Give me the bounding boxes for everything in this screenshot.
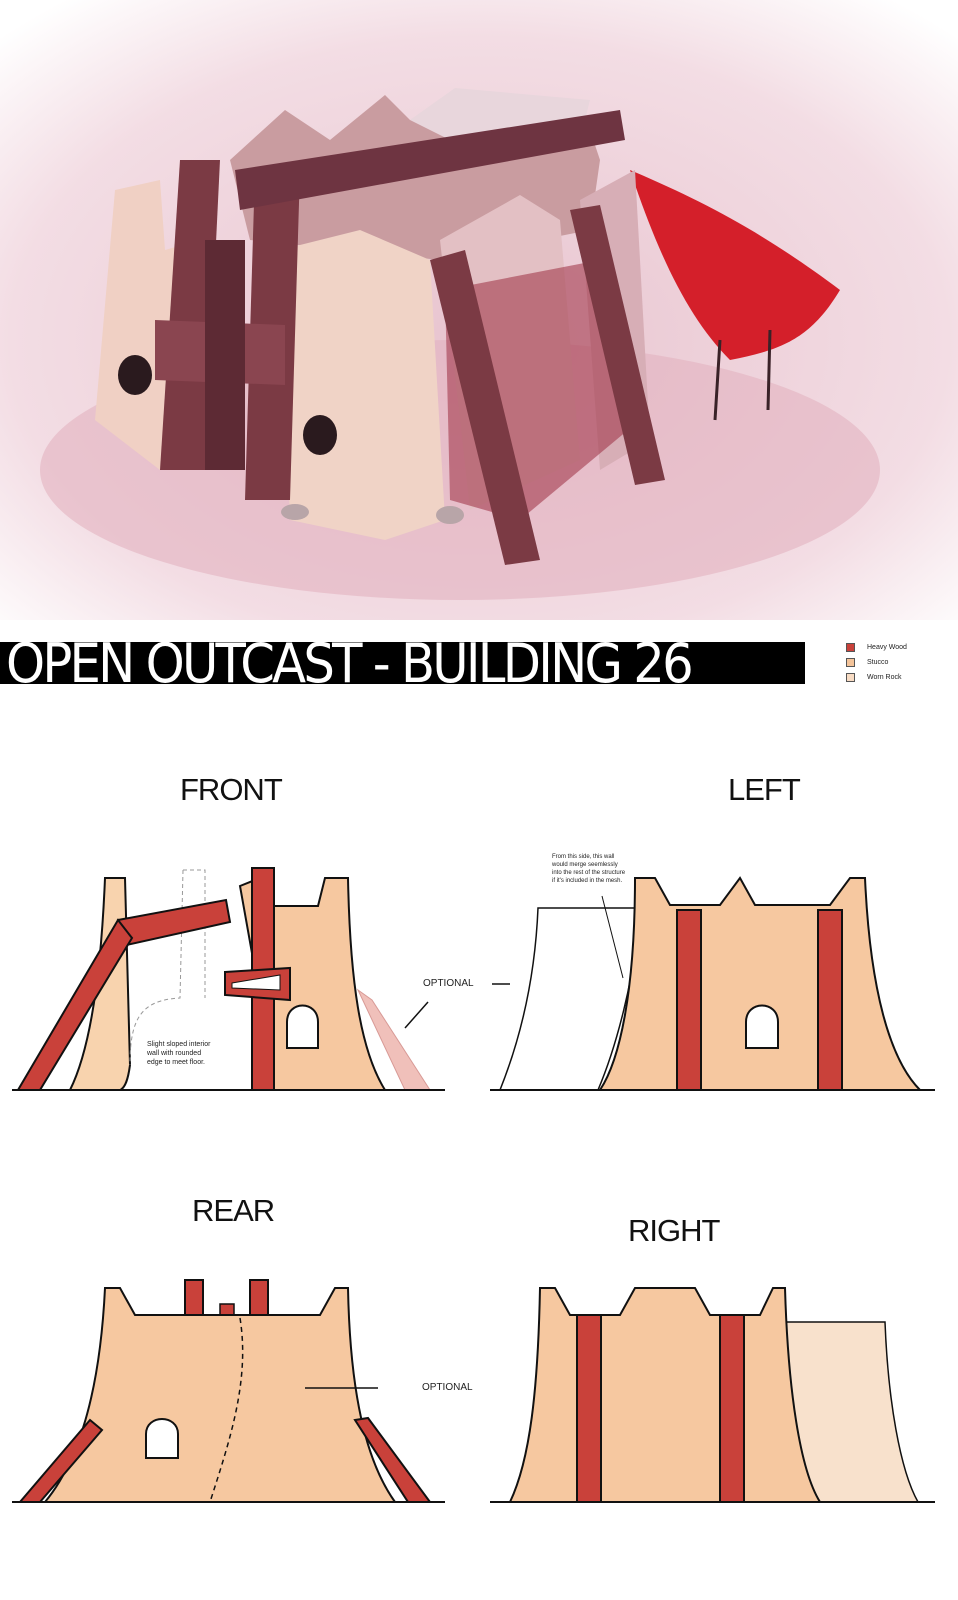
right-beam-2 xyxy=(719,1314,745,1503)
wood-beam-diagonal-1 xyxy=(430,250,540,565)
roof-beam xyxy=(235,110,625,210)
note-leader-line xyxy=(601,895,624,979)
porthole-right xyxy=(303,415,337,455)
legend-item-stucco: Stucco xyxy=(846,655,956,669)
rear-window xyxy=(145,1418,179,1459)
left-beam-1 xyxy=(676,909,702,1091)
legend-label: Worn Rock xyxy=(867,673,902,681)
left-main-wall xyxy=(598,876,923,1091)
note-line: From this side, this wall xyxy=(552,854,615,860)
note-line: edge to meet floor. xyxy=(147,1059,205,1066)
note-line: Slight sloped interior xyxy=(147,1041,211,1048)
left-beam-2 xyxy=(817,909,843,1091)
legend-label: Heavy Wood xyxy=(867,643,907,651)
right-view-drawing xyxy=(490,1287,935,1503)
front-right-wall xyxy=(238,877,387,1091)
porthole-left xyxy=(118,355,152,395)
left-view-drawing xyxy=(490,876,935,1091)
right-beam-1 xyxy=(576,1314,602,1503)
front-view-title: FRONT xyxy=(180,772,283,807)
rear-dashed-seam xyxy=(209,1317,244,1503)
interior-outline-dashed xyxy=(129,869,206,1066)
material-legend: Heavy Wood Stucco Worn Rock xyxy=(846,640,956,685)
canopy-pole-1 xyxy=(713,339,722,421)
rear-main-wall xyxy=(42,1287,397,1503)
rock-pile-1 xyxy=(281,504,309,520)
legend-swatch xyxy=(846,672,855,682)
page-title: OPEN OUTCAST - BUILDING 26 xyxy=(6,632,694,695)
red-cloth-canopy xyxy=(630,170,840,360)
rear-view-title: REAR xyxy=(192,1193,275,1228)
optional-leader-line xyxy=(404,1001,429,1029)
title-banner xyxy=(0,642,805,684)
rear-post-1 xyxy=(184,1279,204,1319)
left-view-title: LEFT xyxy=(728,772,801,807)
note-line: if it's included in the mesh. xyxy=(552,878,623,884)
front-optional-label: OPTIONAL xyxy=(423,978,474,989)
legend-swatch xyxy=(846,642,855,652)
legend-item-worn-rock: Worn Rock xyxy=(846,670,956,684)
note-line: would merge seemlessly xyxy=(552,862,618,868)
legend-swatch xyxy=(846,657,855,667)
right-main-wall xyxy=(508,1287,822,1503)
legend-label: Stucco xyxy=(867,658,889,666)
wood-beam-diagonal-2 xyxy=(570,205,665,485)
rear-view-drawing xyxy=(12,1279,445,1503)
optional-dash xyxy=(492,983,510,985)
front-view-drawing xyxy=(12,867,445,1091)
building-concept-illustration xyxy=(0,0,958,620)
front-top-beam xyxy=(116,898,232,948)
left-window xyxy=(745,1004,779,1049)
rear-post-2 xyxy=(249,1279,269,1319)
canopy-pole-2 xyxy=(766,329,772,411)
front-window xyxy=(286,1004,319,1049)
crossbar-slot xyxy=(231,974,281,991)
note-line: wall with rounded xyxy=(147,1050,202,1057)
right-view-title: RIGHT xyxy=(628,1213,720,1248)
left-note: From this side, this wall would merge se… xyxy=(552,853,625,885)
front-note: Slight sloped interior wall with rounded… xyxy=(147,1040,210,1067)
front-right-wall xyxy=(280,230,445,540)
rear-optional-label: OPTIONAL xyxy=(422,1382,473,1393)
legend-item-heavy-wood: Heavy Wood xyxy=(846,640,956,654)
rock-pile-2 xyxy=(436,506,464,524)
doorway xyxy=(205,240,245,470)
note-line: into the rest of the structure xyxy=(552,870,626,876)
